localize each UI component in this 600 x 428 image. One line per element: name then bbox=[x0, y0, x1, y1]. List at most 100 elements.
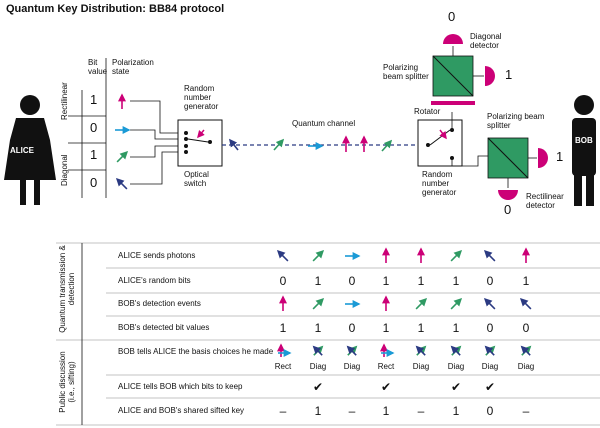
basis-icon-diag-nw-4 bbox=[415, 345, 426, 356]
pbs-right bbox=[487, 137, 537, 188]
row-label-shared-key: ALICE and BOB's shared sifted key bbox=[118, 406, 245, 415]
random-bit-0: 0 bbox=[279, 274, 287, 288]
alice-bit-1: 0 bbox=[90, 120, 98, 135]
basis-choice-0: Rect bbox=[274, 362, 292, 371]
diag-detector-1 bbox=[485, 66, 495, 86]
polarization-header: Polarization state bbox=[112, 58, 154, 76]
results-table-grid bbox=[56, 242, 600, 426]
basis-choice-4: Diag bbox=[412, 362, 430, 371]
alice-bit-3: 0 bbox=[90, 175, 98, 190]
random-bit-1: 1 bbox=[314, 274, 322, 288]
public-group-label: Public discussion (i.e., sifting) bbox=[58, 351, 76, 413]
detection-arrow-6 bbox=[483, 297, 496, 310]
diag-detector-0 bbox=[443, 34, 463, 44]
detected-bit-5: 1 bbox=[452, 321, 460, 335]
rect-detector-0 bbox=[498, 190, 518, 200]
pbs-top bbox=[432, 46, 484, 97]
basis-icon-diag-nw-7 bbox=[520, 345, 531, 356]
random-bit-4: 1 bbox=[417, 274, 425, 288]
out-top-value: 0 bbox=[448, 9, 456, 24]
basis-choice-5: Diag bbox=[447, 362, 465, 371]
optical-switch-label: Optical switch bbox=[184, 170, 209, 188]
shared-key-bit-0: – bbox=[279, 404, 287, 418]
basis-choice-3: Rect bbox=[377, 362, 395, 371]
rect-detector-label: Rectilinear detector bbox=[526, 192, 564, 210]
basis-icon-diag-nw-1 bbox=[312, 345, 323, 356]
out-top-right-value: 1 bbox=[505, 67, 513, 82]
shared-key-bit-3: 1 bbox=[382, 404, 390, 418]
basis-choice-1: Diag bbox=[309, 362, 327, 371]
basis-choice-2: Diag bbox=[343, 362, 361, 371]
shared-key-bit-6: 0 bbox=[486, 404, 494, 418]
alice-bit-0: 1 bbox=[90, 92, 98, 107]
alice-polarization-arrow-2 bbox=[116, 150, 129, 163]
detection-arrow-5 bbox=[450, 297, 463, 310]
random-bit-6: 0 bbox=[486, 274, 494, 288]
out-bottom-value: 0 bbox=[504, 202, 512, 217]
keep-mark-1: ✔ bbox=[312, 380, 324, 394]
basis-choice-6: Diag bbox=[481, 362, 499, 371]
detected-bit-0: 1 bbox=[279, 321, 287, 335]
basis-choice-7: Diag bbox=[517, 362, 535, 371]
rng-left-label: Random number generator bbox=[184, 84, 219, 111]
alice-wires bbox=[130, 100, 181, 185]
random-bit-3: 1 bbox=[382, 274, 390, 288]
channel-photons bbox=[229, 135, 393, 152]
basis-icon-diag-nw-5 bbox=[450, 345, 461, 356]
alice-bit-2: 1 bbox=[90, 147, 98, 162]
out-right-value: 1 bbox=[556, 149, 564, 164]
shared-key-bit-5: 1 bbox=[452, 404, 460, 418]
detected-bit-2: 0 bbox=[348, 321, 356, 335]
rect-detector-1 bbox=[538, 148, 548, 168]
alice-table-grid bbox=[68, 58, 107, 198]
rectilinear-group-label: Rectilinear bbox=[60, 82, 69, 120]
sent-photon-arrow-1 bbox=[312, 249, 325, 262]
row-label-bits-to-keep: ALICE tells BOB which bits to keep bbox=[118, 382, 243, 391]
detected-bit-7: 0 bbox=[522, 321, 530, 335]
pbs-top-label: Polarizing beam splitter bbox=[383, 63, 429, 81]
rng-right-label: Random number generator bbox=[422, 170, 457, 197]
detected-bit-3: 1 bbox=[382, 321, 390, 335]
rotator-bar bbox=[431, 101, 475, 105]
quantum-group-label: Quantum transmission & detection bbox=[58, 245, 76, 333]
basis-icon-diag-nw-2 bbox=[346, 345, 357, 356]
bob-wires bbox=[451, 112, 488, 167]
row-label-detection-events: BOB's detection events bbox=[118, 299, 201, 308]
row-label-basis-choices: BOB tells ALICE the basis choices he mad… bbox=[118, 347, 274, 356]
shared-key-bit-4: – bbox=[417, 404, 425, 418]
random-bit-2: 0 bbox=[348, 274, 356, 288]
shared-key-bit-2: – bbox=[348, 404, 356, 418]
quantum-channel-label: Quantum channel bbox=[292, 119, 356, 128]
detected-bit-6: 0 bbox=[486, 321, 494, 335]
alice-polarization-arrow-3 bbox=[115, 177, 128, 190]
shared-key-bit-7: – bbox=[522, 404, 530, 418]
keep-mark-3: ✔ bbox=[380, 380, 392, 394]
shared-key-bit-1: 1 bbox=[314, 404, 322, 418]
row-label-detected-bits: BOB's detected bit values bbox=[118, 323, 210, 332]
detection-arrow-7 bbox=[519, 297, 532, 310]
row-label-sends-photons: ALICE sends photons bbox=[118, 251, 196, 260]
keep-mark-5: ✔ bbox=[450, 380, 462, 394]
bob-switch-box bbox=[417, 119, 463, 167]
bob-figure bbox=[572, 95, 596, 206]
alice-label: ALICE bbox=[10, 146, 34, 155]
basis-icon-diag-nw-6 bbox=[484, 345, 495, 356]
sent-photon-arrow-0 bbox=[276, 249, 289, 262]
sent-photon-arrow-6 bbox=[483, 249, 496, 262]
alice-figure bbox=[4, 95, 56, 205]
bob-label: BOB bbox=[575, 136, 593, 145]
detected-bit-4: 1 bbox=[417, 321, 425, 335]
random-bit-7: 1 bbox=[522, 274, 530, 288]
detected-bit-1: 1 bbox=[314, 321, 322, 335]
sent-photon-arrow-5 bbox=[450, 249, 463, 262]
rotator-label: Rotator bbox=[414, 107, 441, 116]
diag-detector-label: Diagonal detector bbox=[470, 32, 502, 50]
diagram-title: Quantum Key Distribution: BB84 protocol bbox=[6, 3, 225, 15]
detection-arrow-1 bbox=[312, 297, 325, 310]
keep-mark-6: ✔ bbox=[484, 380, 496, 394]
bit-value-header: Bit value bbox=[88, 58, 108, 76]
diagonal-group-label: Diagonal bbox=[60, 154, 69, 186]
row-label-random-bits: ALICE's random bits bbox=[118, 276, 191, 285]
random-bit-5: 1 bbox=[452, 274, 460, 288]
detection-arrow-4 bbox=[415, 297, 428, 310]
